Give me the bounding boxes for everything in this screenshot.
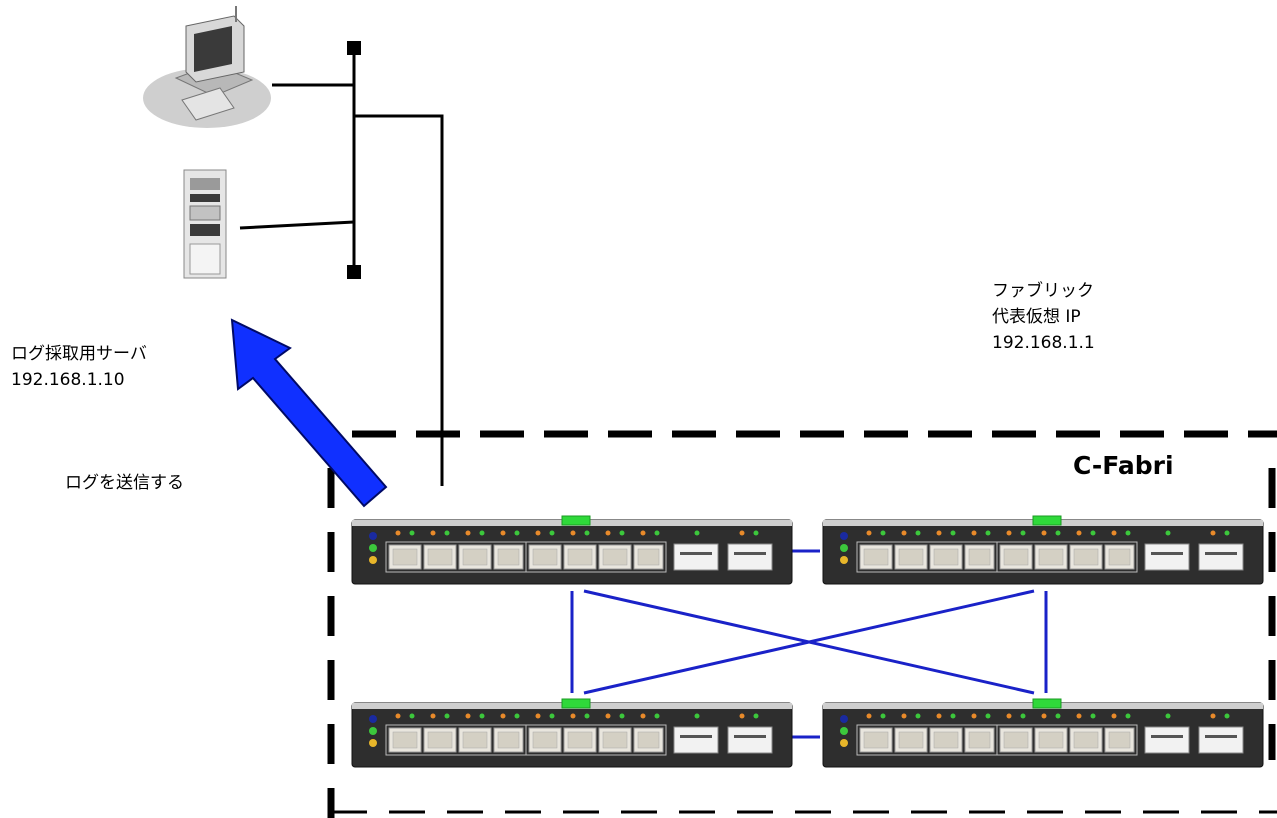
virtual-ip-line1: ファブリック [992,278,1095,304]
server-tower-icon [184,170,226,278]
fabric-title: C-Fabri [1073,451,1174,480]
virtual-ip-label: ファブリック 代表仮想 IP 192.168.1.1 [992,278,1095,356]
workstation-icon [143,6,271,128]
virtual-ip-line2: 代表仮想 IP [992,304,1095,330]
switch-top-left [352,516,792,584]
bus-terminator-bottom [347,265,361,279]
virtual-ip-address: 192.168.1.1 [992,330,1095,356]
switch-bottom-left [352,699,792,767]
log-server-label: ログ採取用サーバ 192.168.1.10 [11,341,147,393]
bus-terminator-top [347,41,361,55]
send-log-label: ログを送信する [65,470,184,496]
send-log-text: ログを送信する [65,470,184,496]
send-log-arrow [232,320,386,506]
log-server-name: ログ採取用サーバ [11,341,147,367]
log-server-ip: 192.168.1.10 [11,367,147,393]
management-network [240,48,442,486]
switch-bottom-right [823,699,1263,767]
switch-top-right [823,516,1263,584]
